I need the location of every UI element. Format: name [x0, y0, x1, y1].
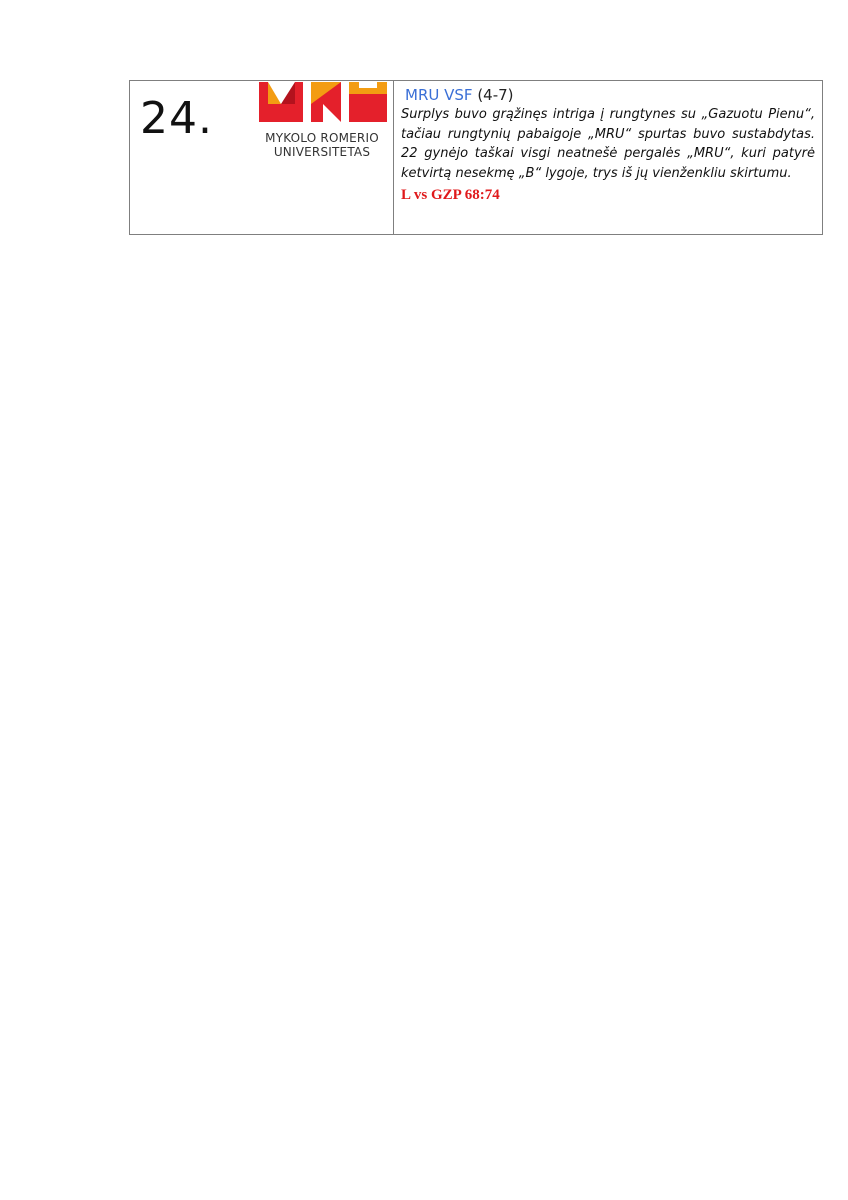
game-description: Surplys buvo grąžinęs intriga į rungtyne…: [401, 107, 815, 181]
content-cell: MRU VSF (4-7) Surplys buvo grąžinęs intr…: [394, 81, 822, 234]
team-record: (4-7): [477, 86, 514, 104]
mru-logo: [259, 82, 387, 122]
game-score: L vs GZP 68:74: [401, 187, 500, 203]
entry-table: 24. MYKOLO ROMERIO UNIVERSITETAS: [129, 80, 823, 235]
rank-number: 24.: [140, 93, 213, 144]
logo-cell: MYKOLO ROMERIO UNIVERSITETAS: [251, 81, 394, 234]
logo-m-left-bar: [259, 82, 268, 122]
logo-line-1: MYKOLO ROMERIO: [265, 131, 379, 145]
logo-line-2: UNIVERSITETAS: [273, 145, 371, 159]
logo-m-right-triangle: [281, 82, 295, 104]
logo-text: MYKOLO ROMERIO UNIVERSITETAS: [251, 131, 393, 159]
team-title: MRU VSF (4-7): [401, 85, 815, 105]
logo-m-left-triangle: [268, 82, 281, 104]
team-name: MRU VSF: [405, 86, 473, 104]
rank-cell: 24.: [130, 81, 251, 234]
